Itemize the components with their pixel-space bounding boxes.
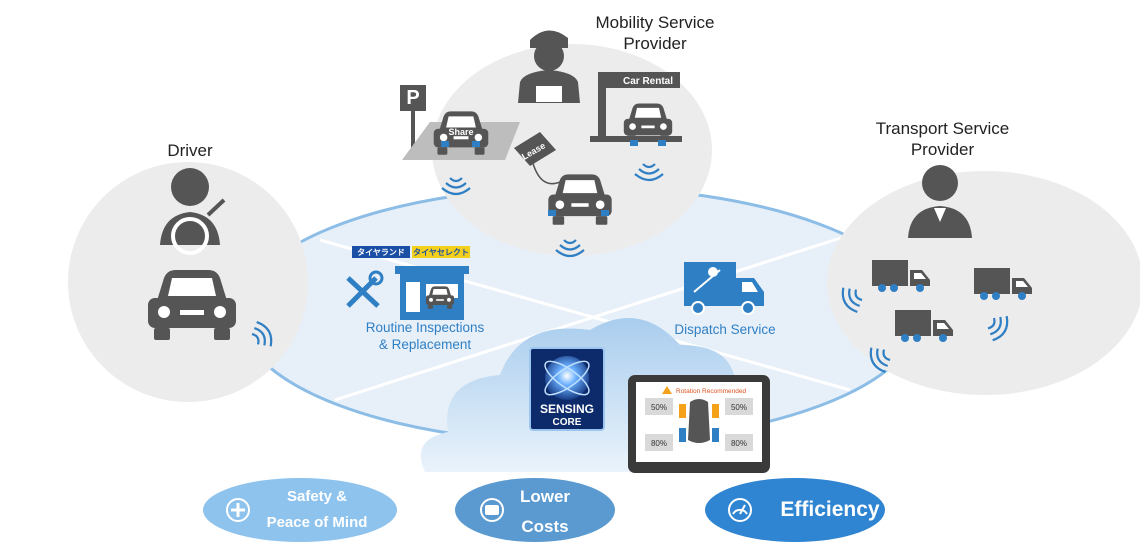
benefit-pill-efficiency	[705, 478, 885, 542]
car-rental-sign: Car Rental	[623, 76, 673, 87]
transport-manager-icon	[908, 165, 972, 238]
benefit-pill-costs	[455, 478, 615, 542]
tire-rl-value: 80%	[651, 439, 667, 448]
car-share-wheel	[441, 141, 449, 147]
parking-sign-text: P	[406, 87, 419, 109]
routine-line-2: & Replacement	[378, 336, 472, 352]
tire-fr-value: 50%	[731, 403, 747, 412]
tire-rr-value: 80%	[731, 439, 747, 448]
benefit-costs-line-1: Lower	[519, 487, 571, 506]
mobility-provider-line-1: Mobility Service	[595, 13, 715, 32]
tire-shop-icon	[352, 246, 470, 320]
tablet-alert-text: Rotation Recommended	[676, 388, 746, 395]
wallet-icon	[480, 498, 504, 522]
tools-icon	[346, 270, 384, 308]
tablet-display: Rotation Recommended 50% 50% 80% 80%	[628, 375, 770, 473]
core-line-1: SENSING	[540, 402, 594, 416]
routine-line-1: Routine Inspections	[365, 320, 485, 335]
benefit-costs-line-2: Costs	[521, 517, 569, 536]
benefit-safety-line-1: Safety &	[286, 488, 348, 505]
routine-service-label: Routine Inspections & Replacement	[345, 320, 505, 354]
benefit-safety-label: Safety & Peace of Mind	[252, 484, 382, 536]
car-topview-icon	[688, 399, 710, 443]
lease-car-wheel	[601, 210, 609, 216]
benefit-efficiency-label: Efficiency	[780, 498, 880, 521]
driver-title: Driver	[167, 141, 213, 160]
care-share-label-2: Share	[448, 127, 473, 137]
transport-provider-line-1: Transport Service	[875, 119, 1010, 138]
shop-sign-right: タイヤセレクト	[413, 247, 469, 257]
mobility-bubble	[432, 44, 712, 256]
warning-icon	[662, 386, 672, 394]
tire-fl-value: 50%	[651, 403, 667, 412]
parking-sign-icon	[400, 85, 426, 160]
transport-provider-title: Transport Service Provider	[855, 118, 1030, 161]
care-share-label-1: Care	[451, 116, 471, 126]
service-staff-icon	[518, 30, 580, 103]
core-line-2: CORE	[553, 417, 582, 428]
dispatch-service-label: Dispatch Service	[674, 322, 776, 337]
mobility-provider-line-2: Provider	[623, 34, 687, 54]
lease-tag-icon	[514, 132, 561, 185]
lease-car-wheel	[548, 210, 556, 216]
car-share-wheel	[472, 141, 480, 147]
divider-line	[334, 233, 851, 402]
driver-person-icon	[160, 168, 226, 255]
mobility-provider-title: Mobility Service Provider	[560, 12, 750, 55]
divider-line	[319, 238, 851, 392]
benefit-pill-safety	[203, 478, 397, 542]
transport-provider-line-2: Provider	[910, 140, 975, 160]
plus-cross-icon	[226, 498, 250, 522]
benefit-costs-label: Lower Costs	[505, 482, 585, 542]
shop-sign-left: タイヤランド	[357, 247, 405, 257]
benefit-safety-line-2: Peace of Mind	[266, 514, 368, 531]
gauge-icon	[728, 498, 752, 522]
dispatch-truck-icon	[684, 262, 764, 315]
sensing-core-logo: SENSING CORE	[529, 347, 605, 431]
car-rental-station-icon	[590, 72, 682, 146]
